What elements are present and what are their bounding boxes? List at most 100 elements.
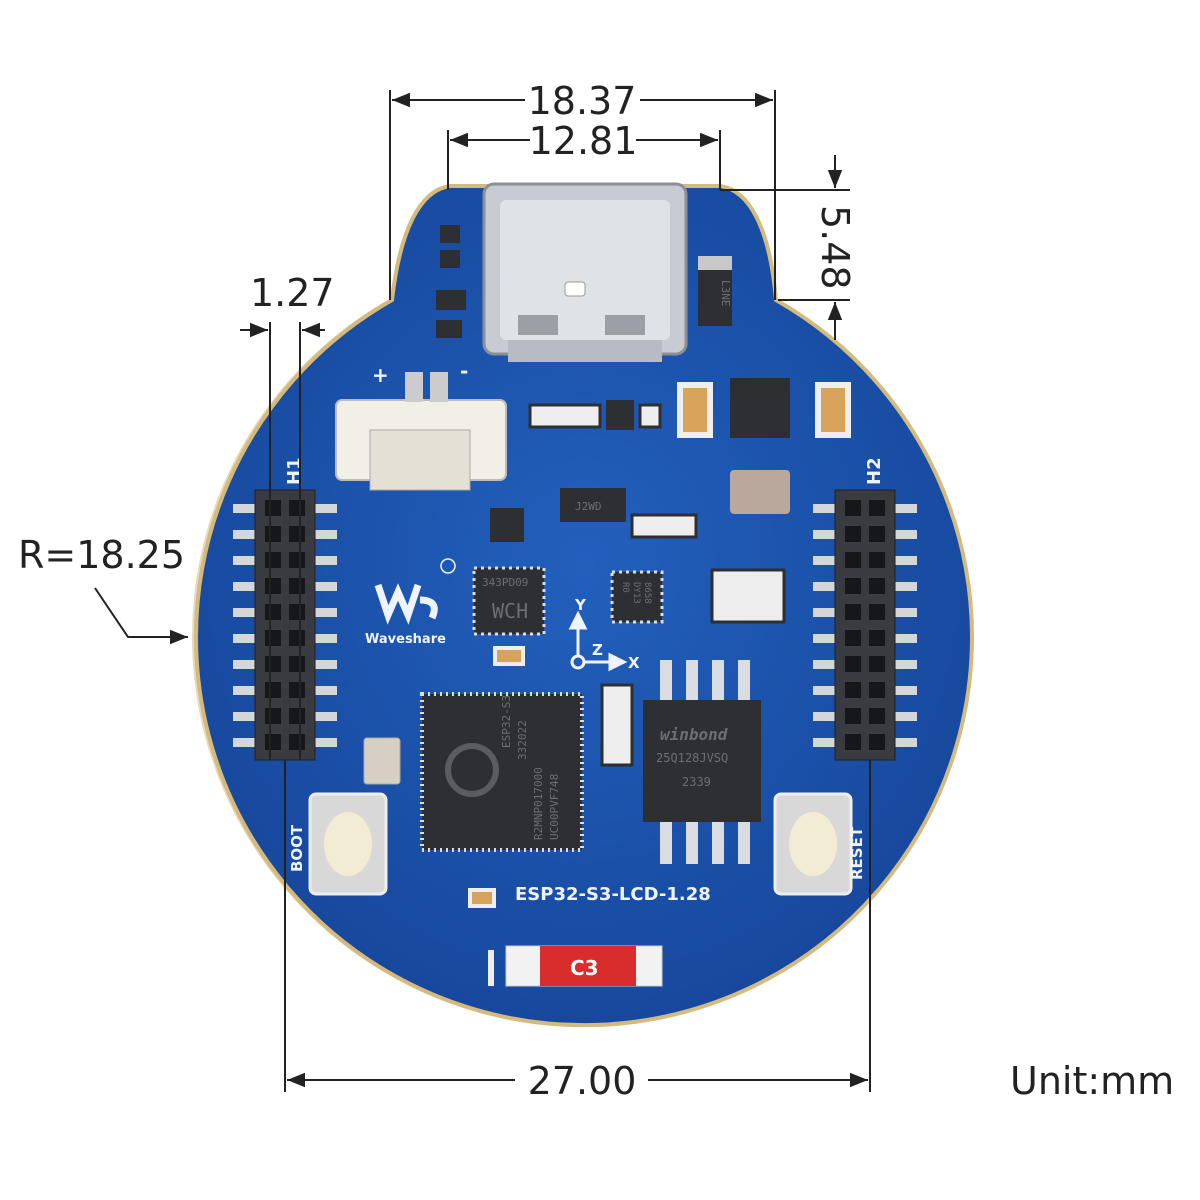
header-socket [265, 500, 281, 516]
dim-usb-width: 12.81 [529, 119, 638, 163]
header-socket [265, 604, 281, 620]
svg-text:+: + [372, 363, 389, 387]
header-pin [311, 686, 337, 695]
header-socket [869, 526, 885, 542]
dim-pin-pitch: 1.27 [250, 271, 335, 315]
svg-text:-: - [460, 359, 468, 383]
header-socket [289, 682, 305, 698]
header-pin [813, 608, 839, 617]
header-socket [869, 604, 885, 620]
header-socket [845, 656, 861, 672]
header-pin [311, 504, 337, 513]
esp32-s3-chip: ESP32-S3 332022 R2MNP017000 UC00PVF748 [420, 692, 584, 852]
header-socket [265, 552, 281, 568]
svg-text:25Q128JVSQ: 25Q128JVSQ [656, 751, 728, 765]
header-pin [813, 504, 839, 513]
svg-text:Z: Z [592, 641, 603, 659]
header-pin [891, 556, 917, 565]
header-pin [233, 530, 259, 539]
header-pin [891, 504, 917, 513]
header-socket [869, 500, 885, 516]
header-socket [845, 500, 861, 516]
header-pin [233, 660, 259, 669]
svg-text:winbond: winbond [660, 725, 728, 744]
header-h2 [813, 489, 917, 761]
header-pin [311, 712, 337, 721]
header-pin [813, 712, 839, 721]
svg-text:ESP32-S3: ESP32-S3 [500, 695, 513, 748]
header-socket [289, 604, 305, 620]
svg-text:RESET: RESET [848, 826, 866, 880]
svg-text:332022: 332022 [516, 720, 529, 760]
dim-overall-width: 18.37 [528, 79, 637, 123]
header-pin [813, 738, 839, 747]
header-socket [289, 656, 305, 672]
header-socket [869, 578, 885, 594]
header-socket [869, 656, 885, 672]
dim-radius: R=18.25 [18, 533, 185, 577]
header-socket [845, 552, 861, 568]
header-socket [845, 604, 861, 620]
header-socket [265, 656, 281, 672]
header-socket [845, 526, 861, 542]
header-socket [869, 708, 885, 724]
dim-usb-protrusion: 5.48 [813, 205, 857, 290]
header-pin [891, 712, 917, 721]
diode: L3NE [698, 256, 732, 326]
svg-text:WCH: WCH [492, 599, 528, 623]
header-socket [289, 734, 305, 750]
header-body [254, 489, 316, 761]
header-pin [311, 582, 337, 591]
svg-text:J2WD: J2WD [575, 500, 602, 513]
header-socket [289, 708, 305, 724]
svg-text:H1: H1 [284, 457, 305, 485]
header-socket [845, 708, 861, 724]
svg-text:Waveshare: Waveshare [365, 632, 446, 647]
header-pin [233, 738, 259, 747]
voltage-regulator: J2WD [560, 488, 626, 522]
header-pin [813, 686, 839, 695]
svg-text:343PD09: 343PD09 [482, 576, 528, 589]
dimension-lines [94, 90, 871, 1092]
ceramic-antenna: C3 [488, 945, 663, 987]
dim-header-spacing: 27.00 [528, 1059, 637, 1103]
header-pin [233, 686, 259, 695]
svg-text:Y: Y [574, 596, 587, 614]
svg-text:2339: 2339 [682, 775, 711, 789]
waveshare-logo: Waveshare [365, 558, 456, 647]
header-pin [891, 634, 917, 643]
header-socket [869, 552, 885, 568]
header-socket [289, 578, 305, 594]
header-socket [265, 708, 281, 724]
header-socket [289, 526, 305, 542]
header-pin [813, 530, 839, 539]
header-socket [869, 630, 885, 646]
usb-bridge-chip: 343PD09 WCH [472, 566, 546, 636]
svg-text:R2MNP017000: R2MNP017000 [532, 767, 545, 840]
unit-label: Unit:mm [1010, 1059, 1174, 1103]
svg-text:L3NE: L3NE [719, 280, 732, 307]
header-pin [891, 686, 917, 695]
svg-text:X: X [628, 654, 640, 672]
svg-text:C3: C3 [570, 956, 599, 980]
header-pin [891, 738, 917, 747]
header-pin [311, 634, 337, 643]
boot-button[interactable] [308, 792, 388, 896]
header-body [834, 489, 896, 761]
header-pin [311, 608, 337, 617]
header-pin [891, 530, 917, 539]
battery-connector: + - [335, 359, 507, 491]
header-socket [845, 734, 861, 750]
passive-components [363, 225, 851, 908]
header-pin [813, 634, 839, 643]
svg-text:H2: H2 [864, 457, 885, 485]
header-socket [869, 682, 885, 698]
svg-text:R0: R0 [620, 582, 630, 593]
header-socket [845, 682, 861, 698]
flash-chip: winbond 25Q128JVSQ 2339 [643, 660, 761, 864]
header-pin [311, 738, 337, 747]
reset-button[interactable] [773, 792, 853, 896]
header-pin [233, 712, 259, 721]
usb-c-connector [482, 182, 688, 362]
